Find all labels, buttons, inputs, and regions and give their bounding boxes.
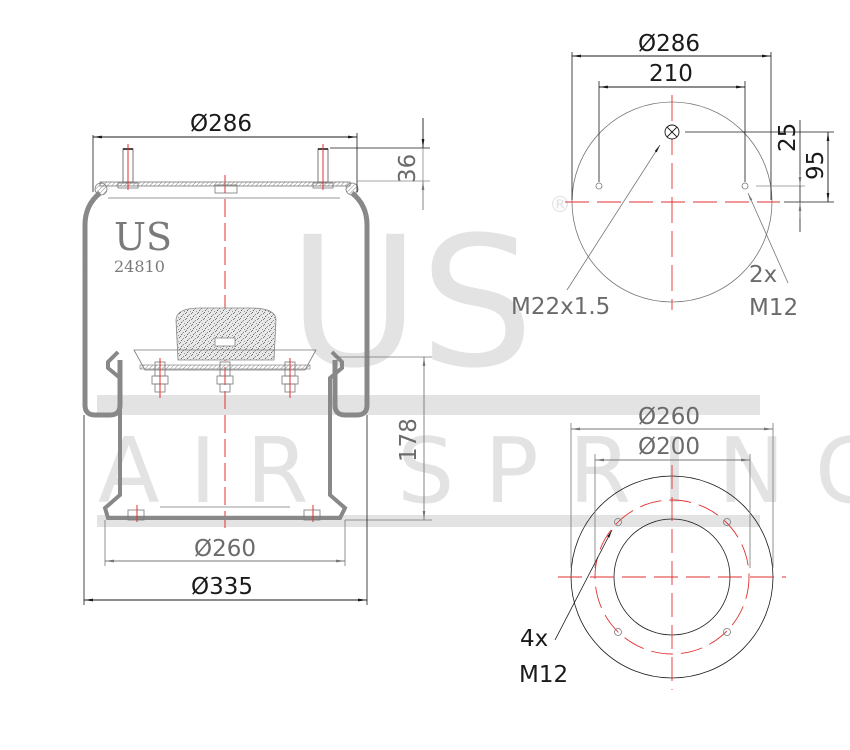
bottom-piston-view: Ø260 Ø200 4x M12 bbox=[519, 404, 786, 690]
watermark-bar-top bbox=[97, 395, 760, 415]
dim-piston-height: 178 bbox=[396, 418, 422, 462]
side-view: US 24810 bbox=[82, 111, 432, 605]
callout-studs-thread: M12 bbox=[749, 295, 798, 321]
piston-bolts bbox=[151, 358, 299, 398]
dim-stud-height: 36 bbox=[395, 154, 421, 183]
stud-hole-right bbox=[741, 182, 749, 190]
mount-hole bbox=[723, 518, 731, 526]
bottom-dim-bolt-circle: Ø200 bbox=[638, 434, 700, 460]
bumper bbox=[175, 307, 277, 361]
watermark-registered: ® bbox=[549, 193, 571, 218]
callout-holes-thread: M12 bbox=[519, 662, 568, 688]
dim-top-diameter: Ø286 bbox=[190, 111, 252, 137]
top-dim-stud-spacing: 210 bbox=[649, 61, 693, 87]
watermark-brand: US bbox=[288, 199, 534, 408]
bottom-dim-outer-diameter: Ø260 bbox=[638, 404, 700, 430]
logo-brand: US bbox=[114, 215, 172, 259]
callout-holes-count: 4x bbox=[520, 626, 548, 652]
mount-hole bbox=[723, 628, 731, 636]
mount-hole bbox=[614, 518, 622, 526]
top-dim-diameter: Ø286 bbox=[638, 31, 700, 57]
callout-studs-count: 2x bbox=[749, 262, 777, 288]
watermark-subtitle: AIR SPRING bbox=[98, 419, 850, 524]
logo-part-number: 24810 bbox=[114, 257, 165, 276]
top-dim-stud-offset: 95 bbox=[803, 151, 829, 180]
callout-air-inlet: M22x1.5 bbox=[511, 294, 610, 320]
watermark: US ® AIR SPRING bbox=[97, 193, 850, 527]
dim-max-diameter: Ø335 bbox=[191, 574, 253, 600]
top-plate-view: Ø286 210 25 95 M22x1.5 2x M12 bbox=[511, 31, 834, 321]
mount-hole bbox=[614, 628, 622, 636]
dim-piston-diameter: Ø260 bbox=[194, 536, 256, 562]
top-dim-inlet-offset: 25 bbox=[775, 123, 801, 152]
stud-hole-left bbox=[595, 182, 603, 190]
